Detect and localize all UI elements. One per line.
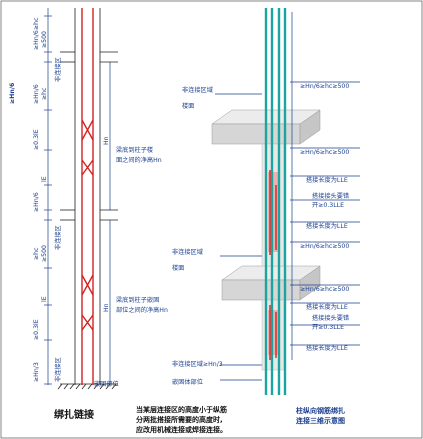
zone-lower: 非连接区域 (172, 248, 203, 256)
embed-right: 嵌固体部位 (172, 378, 203, 386)
dim-mid-hc: ≥hc (41, 87, 48, 100)
lap-mark-low: lE (41, 296, 48, 302)
dim-low-hn6: ≥Hn/6 (33, 192, 40, 212)
dim-top-hc: ≥hc (33, 17, 40, 30)
note-line-3: 应改用机械连接或焊接连接。 (136, 425, 227, 434)
dim-low-500: ≥500 (41, 245, 48, 262)
rebar-lines (81, 8, 94, 385)
note-lower-2: 部位之间的净高Hn (116, 306, 168, 314)
floor-upper: 楼面 (182, 102, 194, 110)
dim-right-1: ≥Hn/6≥hc≥500 (300, 83, 349, 90)
noncont-low: 非连接区 (54, 357, 62, 382)
stagger-1a: 搭接接头要错 (312, 192, 349, 200)
dim-low-hc: ≥hc (33, 247, 40, 260)
slab-lower (221, 265, 321, 301)
right-3d-view: 非连接区域 楼面 ≥Hn/6≥hc≥500 ≥Hn/6≥hc≥500 搭接长度为… (172, 8, 360, 425)
beam-mid (60, 209, 118, 221)
left-elevation: ≥Hn/6 ≥hc ≥500 ≥Hn/6 ≥Hn/6 ≥hc ≥0.3lE lE… (9, 8, 168, 421)
right-dim-lines (215, 12, 360, 381)
embed-left: 嵌固部位 (94, 380, 119, 388)
caption-right-2: 连接三维示意图 (296, 416, 345, 425)
note-lower-1: 梁底到柱子嵌固 (116, 296, 159, 304)
dim-right-2: ≥Hn/6≥hc≥500 (300, 149, 349, 156)
note-line-1: 当某层连接区的高度小于纵筋 (136, 405, 227, 414)
dim-top-hn6: ≥Hn/6 (33, 30, 40, 50)
lap-right-2: 搭接长度为LLE (306, 222, 348, 230)
beam-top (60, 51, 118, 63)
lap-right-4: 搭接长度为LLE (306, 344, 348, 352)
lap-mark-top: lE (41, 176, 48, 182)
noncont-mid: 非连接区 (54, 225, 62, 250)
note-upper-1: 梁底到柱子楼 (116, 146, 153, 154)
hn-upper: Hn (103, 136, 110, 145)
dim-mid-hn6: ≥Hn/6 (33, 84, 40, 104)
note-upper-2: 面之间的净高Hn (116, 156, 162, 164)
embed-ground (57, 383, 118, 390)
dim-right-3: ≥Hn/6≥hc≥500 (300, 243, 349, 250)
lap-top: ≥0.3lE (33, 129, 40, 150)
caption-right-1: 柱纵向钢筋绑扎 (296, 406, 345, 415)
note-line-2: 分两批搭接所需要的高度时, (136, 415, 223, 424)
dim-hn3: ≥Hn/3 (33, 362, 40, 382)
rebars-red (269, 170, 277, 360)
hn-lower: Hn (103, 303, 110, 312)
dim-top-500: ≥500 (41, 31, 48, 48)
zone-bottom: 非连接区域≥Hn/3 (172, 360, 223, 368)
stagger-2b: 开≥0.3LLE (312, 324, 344, 331)
noncont-top: 非连接区 (54, 57, 62, 82)
lap-low: ≥0.3lE (33, 319, 40, 340)
floor-lower: 楼面 (172, 264, 184, 272)
dim-hn6-bold: ≥Hn/6 (9, 83, 16, 104)
lap-right-3: 搭接长度为LLE (306, 303, 348, 311)
zone-upper: 非连接区域 (182, 86, 213, 94)
dim-right-4: ≥Hn/6≥hc≥500 (300, 286, 349, 293)
stagger-1b: 开≥0.3LLE (312, 202, 344, 209)
bottom-note: 当某层连接区的高度小于纵筋 分两批搭接所需要的高度时, 应改用机械连接或焊接连接… (136, 405, 227, 434)
lap-right-1: 搭接长度为LLE (306, 176, 348, 184)
stagger-2a: 搭接接头要错 (312, 314, 349, 322)
caption-left: 绑扎链接 (54, 408, 94, 421)
rebars-teal (264, 8, 287, 395)
